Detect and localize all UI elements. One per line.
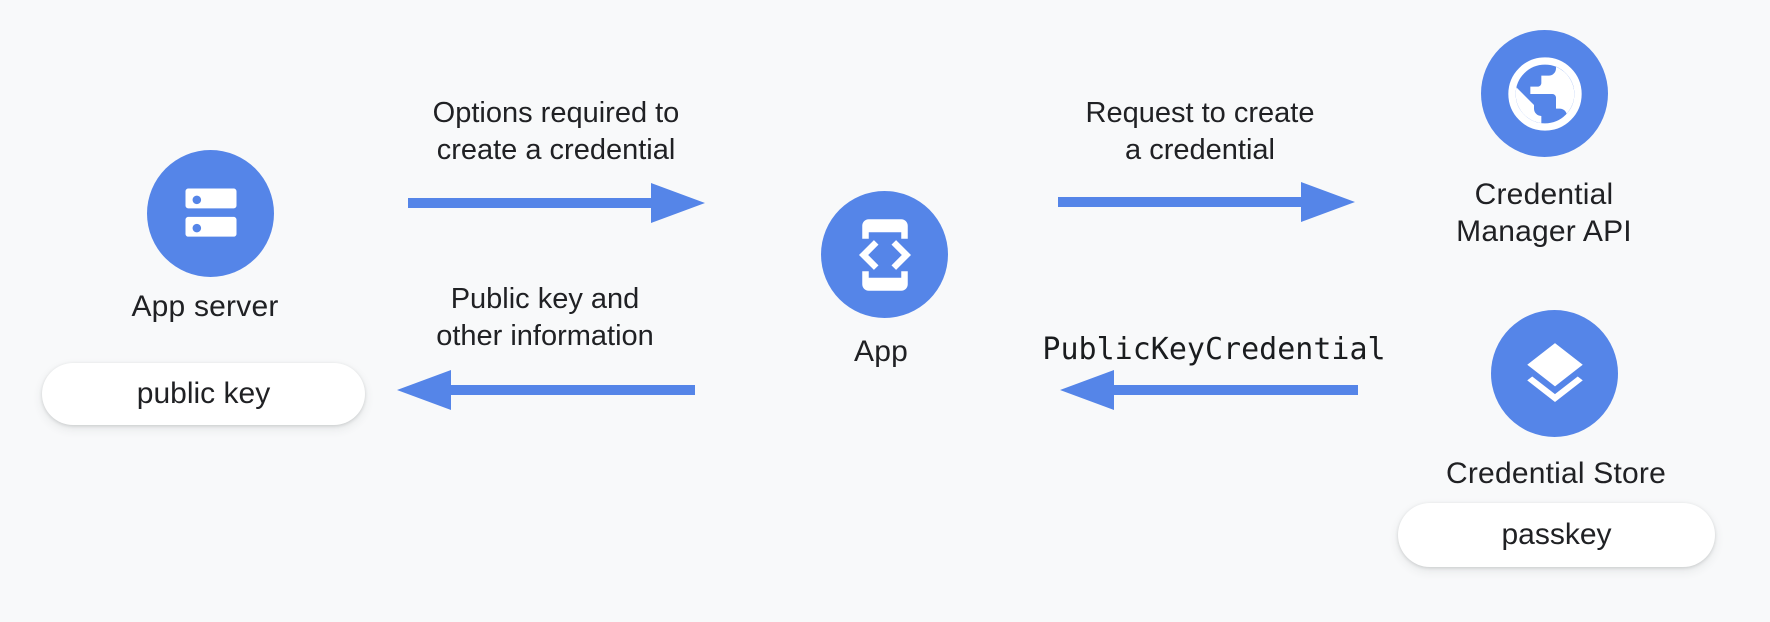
passkey-pill: passkey <box>1398 503 1715 567</box>
globe-icon <box>1501 50 1589 138</box>
public-key-credential-arrow-left-icon <box>1060 370 1358 410</box>
phone-code-icon <box>846 216 924 294</box>
app-server-label: App server <box>131 290 279 323</box>
options-arrow-label: Options required to create a credential <box>432 97 680 166</box>
options-arrow-right-icon <box>408 183 705 223</box>
request-arrow-right-icon <box>1058 182 1355 222</box>
public-key-pill: public key <box>42 363 365 425</box>
public-key-info-arrow-left-icon <box>397 370 695 410</box>
public-key-pill-label: public key <box>136 377 271 410</box>
app-server-node <box>147 150 274 277</box>
request-arrow-label: Request to create a credential <box>1085 97 1315 166</box>
public-key-credential-arrow-label: PublicKeyCredential <box>1042 332 1386 367</box>
passkey-pill-label: passkey <box>1501 518 1612 551</box>
app-label: App <box>854 335 908 368</box>
app-node <box>821 191 948 318</box>
credential-manager-label: Credential Manager API <box>1456 178 1632 248</box>
credential-store-node <box>1491 310 1618 437</box>
credential-manager-node <box>1481 30 1608 157</box>
credential-store-label: Credential Store <box>1446 457 1666 490</box>
public-key-info-arrow-label: Public key and other information <box>436 283 654 352</box>
server-icon <box>177 180 245 248</box>
layers-icon <box>1518 337 1592 411</box>
